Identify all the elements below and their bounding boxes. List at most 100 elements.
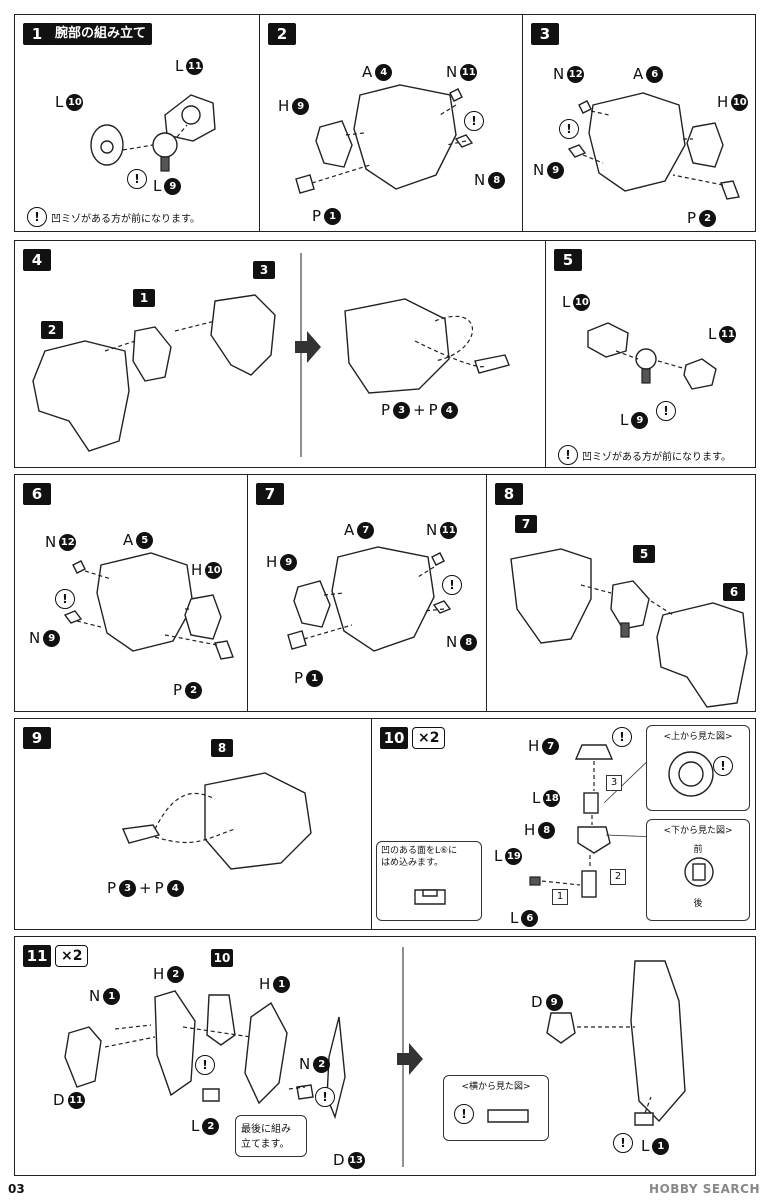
step1-note: !凹ミゾがある方が前になります。 — [27, 207, 200, 227]
warning-icon: ! — [613, 1133, 633, 1153]
step11-illustration — [64, 947, 686, 1167]
bottom-view-box: <下から見た図> 前 後 — [646, 819, 750, 921]
step1-illustration — [90, 94, 216, 172]
step-number: 2 — [268, 23, 296, 45]
warning-icon: ! — [442, 575, 462, 595]
step-number: 5 — [554, 249, 582, 271]
warning-icon: ! — [454, 1104, 474, 1124]
top-view-box: <上から見た図> ! — [646, 725, 750, 811]
step-number: 6 — [23, 483, 51, 505]
step8-illustration — [510, 548, 748, 708]
step2-illustration — [295, 84, 474, 194]
order-1: 1 — [552, 889, 568, 905]
sub-step-1: 1 — [133, 289, 155, 307]
warning-icon: ! — [127, 169, 147, 189]
step7-illustration — [287, 546, 452, 652]
step-number: 10 — [380, 727, 408, 749]
warning-icon: ! — [713, 756, 733, 776]
page-number: 03 — [8, 1182, 25, 1196]
sub-step-2: 2 — [41, 321, 63, 339]
side-view-box: <横から見た図> ! — [443, 1075, 549, 1141]
step-number: 7 — [256, 483, 284, 505]
insert-note-box: 凹のある面をL⑥にはめ込みます。 — [376, 841, 482, 921]
warning-icon: ! — [195, 1055, 215, 1075]
step-number: 4 — [23, 249, 51, 271]
step-number: 3 — [531, 23, 559, 45]
warning-icon: ! — [464, 111, 484, 131]
warning-icon: ! — [656, 401, 676, 421]
step3-illustration — [567, 92, 740, 200]
sub-step-8: 8 — [211, 739, 233, 757]
step-number: 1 — [23, 23, 51, 45]
sub-step-7: 7 — [515, 515, 537, 533]
step-number: 11 — [23, 945, 51, 967]
sub-step-6: 6 — [723, 583, 745, 601]
warning-icon: ! — [27, 207, 47, 227]
warning-icon: ! — [315, 1087, 335, 1107]
order-2: 2 — [610, 869, 626, 885]
step5-illustration — [587, 322, 717, 390]
step5-note: !凹ミゾがある方が前になります。 — [558, 445, 731, 465]
last-assembly-note: 最後に組み立てます。 — [235, 1115, 307, 1157]
sub-step-3: 3 — [253, 261, 275, 279]
step-title: 腕部の組み立て — [49, 23, 153, 45]
step9-illustration — [121, 772, 312, 870]
warning-icon: ! — [559, 119, 579, 139]
warning-icon: ! — [558, 445, 578, 465]
multiplier-badge: ×2 — [55, 945, 89, 967]
step6-illustration — [63, 552, 234, 660]
sub-step-5: 5 — [633, 545, 655, 563]
warning-icon: ! — [55, 589, 75, 609]
step8-panel: 8 7 5 6 — [486, 474, 756, 712]
step-number: 9 — [23, 727, 51, 749]
multiplier-badge: ×2 — [412, 727, 446, 749]
